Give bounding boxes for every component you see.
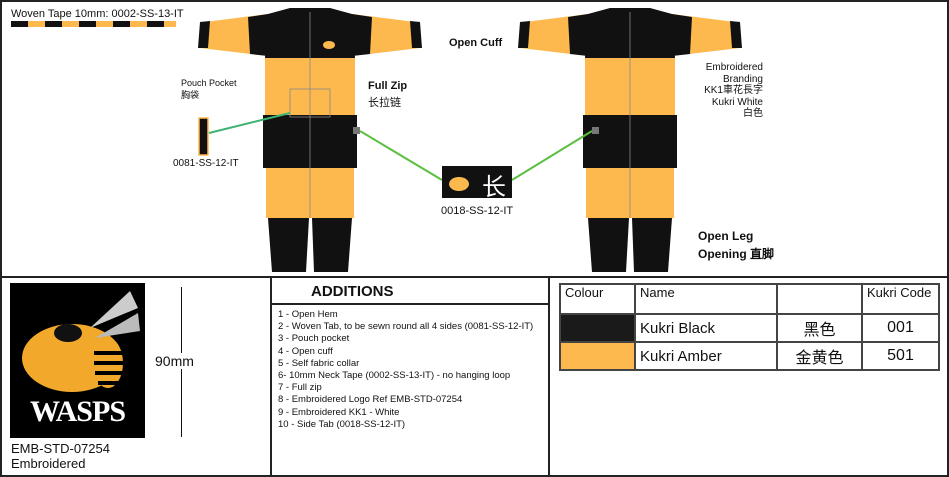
colour-panel xyxy=(548,276,949,477)
side-tab-wasp-icon xyxy=(449,177,469,191)
additions-item: 5 - Self fabric collar xyxy=(278,357,360,369)
additions-item: 6- 10mm Neck Tape (0002-SS-13-IT) - no h… xyxy=(278,370,511,382)
colour-row: Kukri Black 黑色 001 xyxy=(559,313,940,343)
additions-title: ADDITIONS xyxy=(311,283,394,300)
header-name: Name xyxy=(634,283,778,315)
additions-item: 3 - Pouch pocket xyxy=(278,333,350,345)
branding-line: 白色 xyxy=(743,108,763,119)
additions-item: 10 - Side Tab (0018-SS-12-IT) xyxy=(278,418,406,430)
logo-dimension: 90mm xyxy=(155,353,194,369)
side-tab-marker-back xyxy=(592,127,599,134)
branding-line: KK1車花長字 xyxy=(704,85,763,96)
woven-tape-swatch xyxy=(11,21,176,27)
additions-item: 2 - Woven Tab, to be sewn round all 4 si… xyxy=(278,321,534,333)
colour-name-zh: 金黄色 xyxy=(776,341,863,371)
pouch-pocket-outline xyxy=(289,88,331,118)
open-leg-label-2: Opening 直脚 xyxy=(698,247,774,261)
front-view-garment xyxy=(197,7,423,273)
pouch-pocket-label-zh: 胸袋 xyxy=(181,90,200,100)
side-tab-code: 0018-SS-12-IT xyxy=(441,205,514,217)
additions-divider xyxy=(272,303,548,305)
woven-tab-swatch xyxy=(198,117,209,156)
side-tab-marker xyxy=(353,127,360,134)
branding-line: Branding xyxy=(722,73,763,85)
colour-name: Kukri Black xyxy=(634,313,778,343)
header-chinese xyxy=(776,283,863,315)
full-zip-label: Full Zip xyxy=(368,80,408,92)
logo-wordmark: WASPS xyxy=(29,395,126,428)
pouch-pocket-label: Pouch Pocket xyxy=(181,78,237,88)
colour-code: 001 xyxy=(861,313,940,343)
additions-list: 1 - Open Hem 2 - Woven Tab, to be sewn r… xyxy=(278,309,533,431)
woven-tape-label: Woven Tape 10mm: 0002-SS-13-IT xyxy=(11,8,184,20)
side-tab-connector xyxy=(359,130,443,181)
full-zip-label-zh: 长拉链 xyxy=(368,97,401,109)
logo-method: Embroidered xyxy=(11,456,86,471)
header-kukri-code: Kukri Code xyxy=(861,283,940,315)
colour-name: Kukri Amber xyxy=(634,341,778,371)
colour-swatch-amber xyxy=(559,341,636,371)
additions-item: 7 - Full zip xyxy=(278,382,322,394)
branding-line: Embroidered xyxy=(705,62,763,73)
colour-name-zh: 黑色 xyxy=(776,313,863,343)
open-cuff-label: Open Cuff xyxy=(449,37,503,49)
colour-swatch-black xyxy=(559,313,636,343)
branding-line: Kukri White xyxy=(711,96,763,108)
colour-row: Kukri Amber 金黄色 501 xyxy=(559,341,940,371)
garment-drawing xyxy=(197,7,743,273)
colour-table: Colour Name Kukri Code Kukri Black 黑色 00… xyxy=(559,283,940,371)
wasp-emblem-icon xyxy=(22,291,140,392)
logo-ref: EMB-STD-07254 xyxy=(11,441,110,456)
additions-item: 4 - Open cuff xyxy=(278,345,333,357)
header-colour: Colour xyxy=(559,283,636,315)
colour-code: 501 xyxy=(861,341,940,371)
side-tab-glyph: 长 xyxy=(482,173,506,201)
additions-item: 9 - Embroidered KK1 - White xyxy=(278,406,400,418)
open-leg-label: Open Leg xyxy=(698,229,754,243)
additions-item: 8 - Embroidered Logo Ref EMB-STD-07254 xyxy=(278,394,463,406)
branding-callout: Embroidered Branding KK1車花長字 Kukri White… xyxy=(680,62,763,120)
wasps-logo: WASPS xyxy=(10,283,145,438)
colour-table-header: Colour Name Kukri Code xyxy=(559,283,940,315)
pouch-connector xyxy=(208,112,291,134)
pouch-tab-code: 0081-SS-12-IT xyxy=(173,158,239,169)
additions-item: 1 - Open Hem xyxy=(278,309,338,320)
side-tab-connector-back xyxy=(511,130,593,181)
chest-logo-icon xyxy=(323,41,335,49)
